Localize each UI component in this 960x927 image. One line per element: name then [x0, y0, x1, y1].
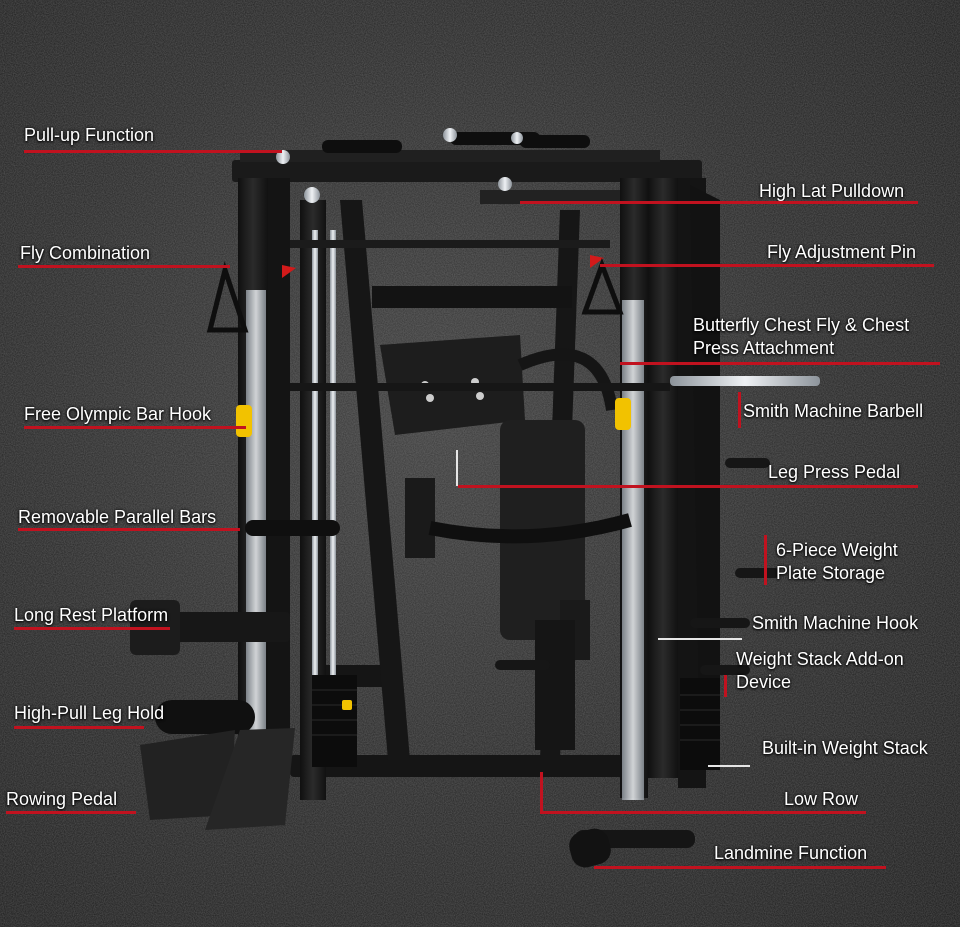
callout-line-lat-pulldown [520, 201, 918, 204]
callout-line-olympic-hook [24, 426, 246, 429]
label-high-pull-leg-hold: High-Pull Leg Hold [14, 703, 165, 723]
plate-storage-horns [495, 458, 780, 675]
callout-line-landmine [594, 866, 886, 869]
label-landmine-function: Landmine Function [714, 843, 868, 863]
label-built-in-weight-stack: Built-in Weight Stack [762, 738, 928, 758]
callout-line-smith-hook [658, 638, 742, 640]
label-high-lat-pulldown: High Lat Pulldown [759, 181, 905, 201]
label-low-row: Low Row [784, 789, 859, 809]
label-leg-press-pedal: Leg Press Pedal [768, 462, 901, 482]
callout-line-fly-pin [600, 264, 934, 267]
label-plate-storage-line1: 6-Piece Weight [776, 540, 898, 560]
label-long-rest-platform: Long Rest Platform [14, 605, 169, 625]
label-removable-parallel-bars: Removable Parallel Bars [18, 507, 217, 527]
label-fly-combination: Fly Combination [20, 243, 151, 263]
callout-line-plate-storage [764, 535, 767, 585]
bench [405, 420, 590, 750]
label-fly-adjustment-pin: Fly Adjustment Pin [767, 242, 917, 262]
label-butterfly-line2: Press Attachment [693, 338, 835, 358]
callout-line-rowing-pedal [6, 811, 136, 814]
callout-line-weight-stack [708, 765, 750, 767]
label-pullup-function: Pull-up Function [24, 125, 155, 145]
callout-line-leg-press [458, 485, 918, 488]
label-butterfly-line1: Butterfly Chest Fly & Chest [693, 315, 910, 335]
callout-line-fly-combination [18, 265, 230, 268]
weight-stacks [312, 675, 720, 770]
callout-line-addon [724, 675, 727, 697]
callout-tick-low-row [540, 772, 543, 812]
landmine-tube [569, 828, 611, 868]
callout-line-smith-barbell [738, 392, 741, 428]
smith-barbell [290, 376, 820, 391]
label-plate-storage-line2: Plate Storage [776, 563, 886, 583]
lat-bar [290, 240, 610, 308]
label-addon-line2: Device [736, 672, 792, 692]
accent-details [206, 177, 631, 437]
callout-line-leg-hold [14, 726, 144, 729]
callout-line-rest-platform [14, 627, 170, 630]
callout-line-pullup [24, 150, 282, 153]
label-smith-machine-hook: Smith Machine Hook [752, 613, 919, 633]
callout-line-low-row [540, 811, 866, 814]
callout-tick-leg-press [456, 450, 458, 486]
label-free-olympic-bar-hook: Free Olympic Bar Hook [24, 404, 212, 424]
parallel-bars [245, 513, 632, 544]
rowing-pedal [140, 728, 295, 830]
callout-line-butterfly [620, 362, 940, 365]
callout-line-parallel-bars [18, 528, 240, 531]
pullup-handles [276, 128, 590, 164]
label-smith-machine-barbell: Smith Machine Barbell [743, 401, 924, 421]
leg-hold-roller [155, 700, 255, 734]
label-rowing-pedal: Rowing Pedal [6, 789, 118, 809]
label-addon-line1: Weight Stack Add-on [736, 649, 904, 669]
